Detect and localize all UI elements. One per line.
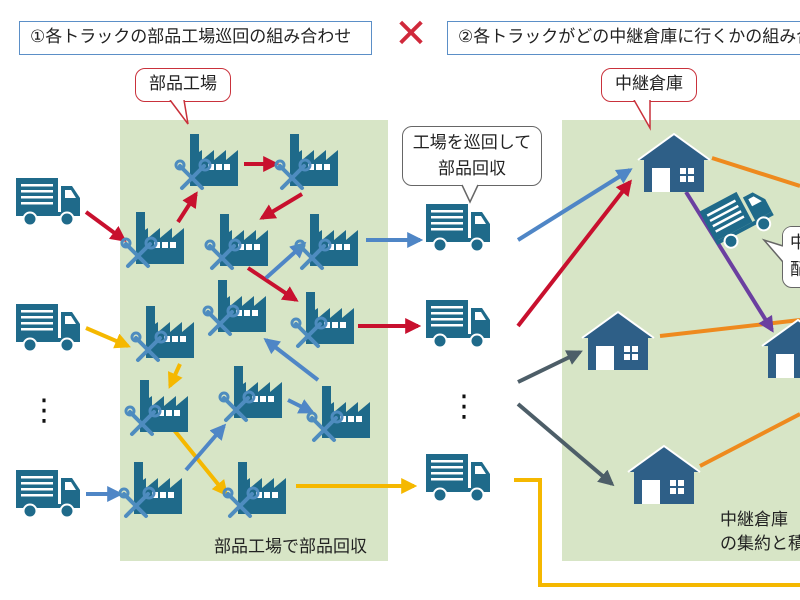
factory-icon (120, 210, 186, 268)
warehouse-note-line1: 中継倉庫 (720, 510, 788, 530)
blue-route-arrow (263, 338, 320, 382)
warehouse-callout-text-2: 中継倉庫 (615, 74, 683, 94)
warehouse-icon (637, 133, 711, 193)
red-route-arrow (259, 192, 304, 220)
warehouse-callout-cover: 中継倉庫 (602, 69, 696, 100)
combination-2-label: ②各トラックがどの中継倉庫に行くかの組み合わせ (458, 27, 800, 47)
patrol-callout-line1-2: 工場を巡回して (412, 133, 532, 153)
yellow-route-arrow (85, 326, 131, 349)
orange-link (711, 156, 800, 188)
warehouse-icon (761, 319, 800, 379)
right-callout-tail (761, 238, 784, 263)
yellow-route-arrow (172, 428, 229, 497)
warehouse-note-line2: の集約と積 (720, 534, 800, 554)
patrol-callout-tail (461, 184, 479, 204)
combination-2-box: ②各トラックがどの中継倉庫に行くかの組み合わせ (447, 21, 800, 55)
patrol-callout-line2-2: 部品回収 (438, 159, 506, 179)
truck-icon (15, 469, 81, 519)
multiply-icon: ✕ (394, 11, 428, 57)
combination-1-label: ①各トラックの部品工場巡回の組み合わせ (30, 27, 352, 47)
factory-icon (130, 304, 196, 362)
collection-note: 部品工場で部品回収 (214, 537, 367, 557)
factory-icon (294, 212, 360, 270)
red-route-arrow (84, 210, 127, 242)
factory-icon (290, 290, 356, 348)
factory-icon (306, 384, 372, 442)
purple-transfer-arrow (684, 190, 774, 333)
right-callout-cover: 中 配 (783, 227, 800, 286)
combination-1-box: ①各トラックの部品工場巡回の組み合わせ (19, 21, 372, 55)
ellipsis-middle: ⋮ (449, 389, 479, 424)
orange-link (659, 318, 800, 338)
truck-icon (425, 299, 491, 349)
yellow-delivery-path (514, 478, 800, 587)
truck-icon (425, 453, 491, 503)
factory-icon (204, 212, 270, 270)
warehouse-icon (581, 311, 655, 371)
red-route-arrow (176, 191, 198, 224)
factory-icon (124, 378, 190, 436)
factory-callout-text-2: 部品工場 (149, 74, 217, 94)
blue-route-arrow (184, 423, 227, 472)
factory-callout-tail (169, 99, 189, 125)
warehouse-links (659, 156, 800, 468)
orange-link (699, 412, 800, 468)
yellow-route-arrow (168, 363, 183, 389)
warehouse-icon (627, 445, 701, 505)
factory-icon (202, 278, 268, 336)
red-delivery-arrow (516, 179, 632, 328)
factory-icon (218, 364, 284, 422)
truck-icon (425, 203, 491, 253)
truck-icon (15, 303, 81, 353)
factory-icon (174, 132, 240, 190)
route-arrows (84, 156, 424, 502)
right-callout-line2-2: 配 (790, 260, 800, 280)
red-route-arrow (246, 266, 299, 302)
blue-delivery-arrow (516, 168, 633, 242)
factory-callout-cover: 部品工場 (136, 69, 230, 100)
truck-icon (15, 177, 81, 227)
factory-icon (274, 132, 340, 190)
slate-delivery-arrow (517, 350, 583, 384)
factory-icon (118, 460, 184, 518)
right-callout-line1-2: 中 (790, 233, 800, 253)
ellipsis-left: ⋮ (29, 393, 59, 428)
slate-delivery-arrow (516, 402, 615, 487)
factory-icon (222, 460, 288, 518)
warehouse-note: 中継倉庫 の集約と積 (720, 508, 800, 556)
delivery-arrows (514, 168, 800, 587)
warehouse-callout-tail (633, 99, 651, 131)
blue-route-arrow (287, 398, 315, 414)
patrol-callout-cover: 工場を巡回して 部品回収 (403, 127, 541, 184)
